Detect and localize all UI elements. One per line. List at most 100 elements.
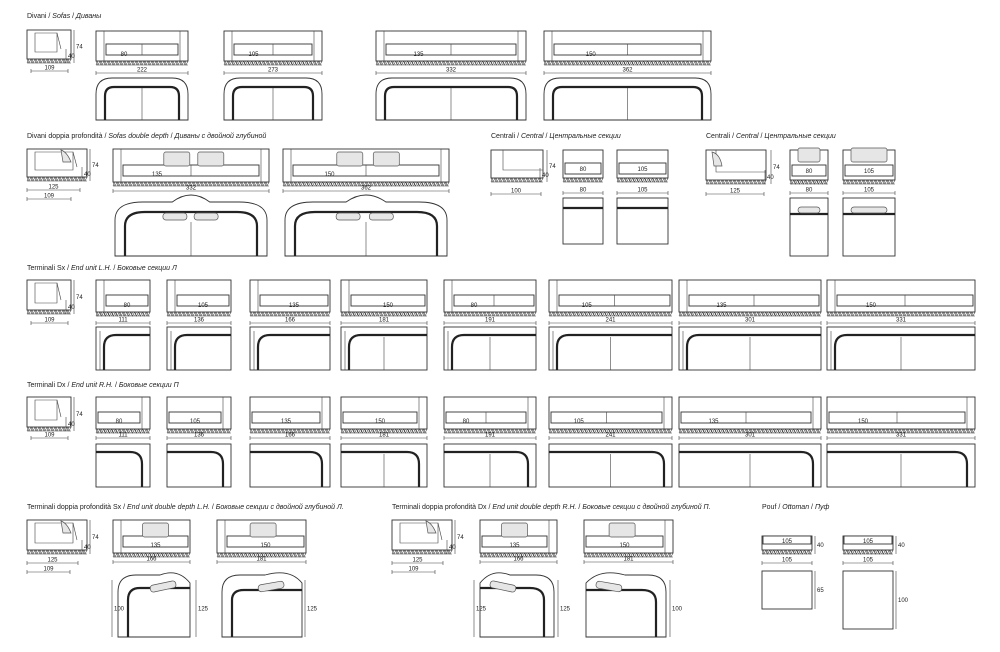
plan-backrest <box>102 333 150 370</box>
side-arm-profile <box>34 32 58 53</box>
front-view <box>340 396 428 430</box>
front-view <box>583 519 674 554</box>
seat-width-label: 80 <box>806 169 813 175</box>
height-40-label: 40 <box>767 175 774 181</box>
front-fringe <box>112 181 270 187</box>
side-cushion <box>60 520 72 534</box>
back-pillow <box>501 522 528 538</box>
end-width-label: 191 <box>485 318 496 324</box>
end-width-label: 331 <box>896 433 907 439</box>
side-view <box>26 396 72 428</box>
back-pillow <box>142 522 169 538</box>
plan-depth-label: 125 <box>476 607 487 613</box>
pouf-plan <box>842 570 894 630</box>
side-fringe <box>26 58 72 64</box>
side-view <box>26 519 88 551</box>
front-view <box>678 396 822 430</box>
front-fringe <box>375 60 527 66</box>
end-rh-plan <box>826 443 976 488</box>
front-fringe <box>826 428 976 434</box>
seat-width-label: 80 <box>116 419 123 425</box>
front-fringe <box>340 428 428 434</box>
plan-outline <box>249 326 331 371</box>
depth-125-label: 125 <box>48 185 59 191</box>
seat-width-label: 80 <box>124 303 131 309</box>
pouf-depth-label: 100 <box>898 598 909 604</box>
depth-109-label: 109 <box>44 318 55 324</box>
fringe-pattern <box>391 549 453 555</box>
plan-backrest <box>256 333 330 370</box>
height-40-label: 40 <box>84 545 91 551</box>
end-lh-plan <box>249 326 331 371</box>
seat-width-label: 105 <box>582 303 593 309</box>
end-width-label: 181 <box>256 557 267 563</box>
fringe-pattern <box>166 311 232 317</box>
sofa-width-label: 332 <box>446 68 457 74</box>
side-arm-profile <box>34 151 74 171</box>
front-view <box>95 30 189 62</box>
seat-width-label: 135 <box>152 172 163 178</box>
front-view <box>479 519 558 554</box>
front-fringe <box>249 428 331 434</box>
fringe-pattern <box>616 177 669 183</box>
seat-width-label: 150 <box>383 303 394 309</box>
front-view <box>678 279 822 313</box>
plan-backrest <box>833 333 975 370</box>
side-fringe <box>391 549 453 555</box>
side-fringe <box>26 309 72 315</box>
front-view <box>443 396 537 430</box>
title-end-lh-double: Terminali doppia profondità Sx / End uni… <box>27 503 344 511</box>
front-view <box>95 396 151 430</box>
seat-cushion <box>342 411 418 424</box>
plan-backrest <box>341 450 421 487</box>
seat-width-label: 150 <box>260 543 271 549</box>
plan-depth-label: 125 <box>198 607 209 613</box>
plan-backrest <box>685 333 821 370</box>
front-view <box>340 279 428 313</box>
side-back-slope <box>56 399 62 418</box>
seat-cushion <box>350 294 426 307</box>
depth-100-label: 100 <box>511 189 522 195</box>
plan-backrest <box>96 450 144 487</box>
end-lh-plan <box>826 326 976 371</box>
title-double-depth: Divani doppia profondità / Sofas double … <box>27 132 266 140</box>
central-fringe <box>616 177 669 183</box>
double-plan-view <box>114 194 268 257</box>
end-lh-plan <box>166 326 232 371</box>
sofa-width-label: 362 <box>622 68 633 74</box>
height-74-label: 74 <box>76 295 83 301</box>
plan-outline <box>166 443 232 488</box>
front-view <box>826 279 976 313</box>
end-width-label: 301 <box>745 318 756 324</box>
seat-width-label: 135 <box>708 419 719 425</box>
height-74-label: 74 <box>549 164 556 170</box>
side-cushion <box>60 149 72 163</box>
fringe-pattern <box>26 176 88 182</box>
end-lh-plan <box>95 326 151 371</box>
plan-pillow <box>797 206 821 214</box>
plan-pillow <box>162 212 188 221</box>
front-fringe <box>223 60 323 66</box>
plan-backrest <box>126 586 190 637</box>
pouf-fringe <box>842 549 894 555</box>
central-b-fringe <box>789 179 829 185</box>
front-fringe <box>95 311 151 317</box>
seat-cushion <box>105 294 149 307</box>
end-rh-double-plan-1 <box>479 572 555 638</box>
plan-backrest <box>123 210 259 256</box>
side-back <box>26 148 88 178</box>
plan-backrest <box>230 588 302 637</box>
end-rh-plan <box>443 443 537 488</box>
side-fringe <box>26 549 88 555</box>
front-view <box>443 279 537 313</box>
front-fringe <box>282 181 450 187</box>
front-fringe <box>166 311 232 317</box>
height-74-label: 74 <box>92 535 99 541</box>
front-view <box>166 279 232 313</box>
seat-cushion <box>259 294 329 307</box>
front-fringe <box>548 428 673 434</box>
fringe-pattern <box>826 311 976 317</box>
seat-width-label: 150 <box>324 172 335 178</box>
front-fringe <box>678 311 822 317</box>
end-lh-plan <box>678 326 822 371</box>
